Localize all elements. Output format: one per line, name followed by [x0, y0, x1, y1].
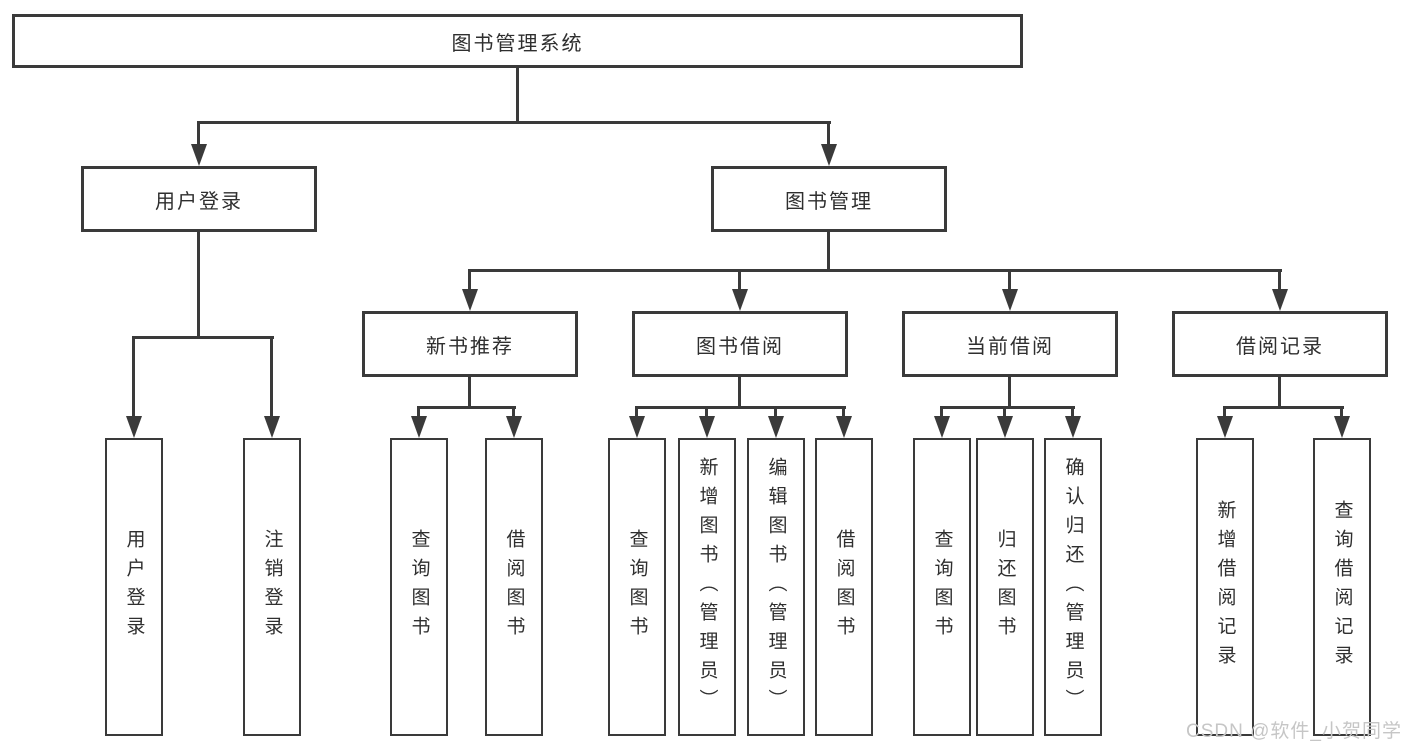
arrow-down-icon	[506, 416, 522, 438]
leaf-query-books-current: 查询图书	[913, 438, 971, 736]
arrow-down-icon	[264, 416, 280, 438]
connector-user-login-stem	[197, 232, 200, 338]
leaf-edit-book-admin-label: 编辑图书（管理员）	[765, 456, 787, 718]
connector-drop-leaf	[940, 406, 943, 418]
leaf-query-books-recommend-label: 查询图书	[408, 529, 430, 645]
leaf-edit-book-admin: 编辑图书（管理员）	[747, 438, 805, 736]
connector-drop-leaf	[417, 406, 420, 418]
connector-drop-leaf	[774, 406, 777, 418]
leaf-user-login: 用户登录	[105, 438, 163, 736]
node-current-borrowing: 当前借阅	[902, 311, 1118, 377]
leaf-query-books-borrowing-label: 查询图书	[626, 529, 648, 645]
node-current-borrowing-label: 当前借阅	[966, 335, 1054, 358]
node-book-management-label: 图书管理	[785, 190, 873, 213]
connector-drop-leaf	[842, 406, 845, 418]
connector-drop-leaf	[635, 406, 638, 418]
leaf-borrow-books-borrowing: 借阅图书	[815, 438, 873, 736]
leaf-logout: 注销登录	[243, 438, 301, 736]
node-new-book-recommend-label: 新书推荐	[426, 335, 514, 358]
arrow-down-icon	[934, 416, 950, 438]
leaf-add-borrow-record: 新增借阅记录	[1196, 438, 1254, 736]
connector-drop-leaf	[270, 336, 273, 418]
leaf-add-borrow-record-label: 新增借阅记录	[1214, 500, 1236, 674]
connector-root-stem	[516, 68, 519, 123]
node-user-login-label: 用户登录	[155, 190, 243, 213]
leaf-query-books-borrowing: 查询图书	[608, 438, 666, 736]
connector-level2-branch	[197, 121, 831, 124]
connector-drop-l3	[1008, 269, 1011, 291]
connector-group-stem	[1008, 377, 1011, 408]
connector-drop-l3	[1278, 269, 1281, 291]
connector-book-management-stem	[827, 232, 830, 272]
connector-drop-leaf	[1223, 406, 1226, 418]
node-user-login: 用户登录	[81, 166, 317, 232]
leaf-confirm-return-admin: 确认归还（管理员）	[1044, 438, 1102, 736]
connector-drop-l3	[468, 269, 471, 291]
node-root: 图书管理系统	[12, 14, 1023, 68]
connector-drop-l3	[738, 269, 741, 291]
leaf-return-books: 归还图书	[976, 438, 1034, 736]
watermark: CSDN @软件_小贺同学	[1186, 721, 1402, 742]
leaf-return-books-label: 归还图书	[994, 529, 1016, 645]
node-root-label: 图书管理系统	[451, 32, 584, 55]
arrow-down-icon	[411, 416, 427, 438]
node-borrow-records: 借阅记录	[1172, 311, 1388, 377]
node-borrow-records-label: 借阅记录	[1236, 335, 1324, 358]
leaf-logout-label: 注销登录	[261, 529, 283, 645]
connector-user-login-branch	[132, 336, 274, 339]
node-new-book-recommend: 新书推荐	[362, 311, 578, 377]
node-book-borrowing: 图书借阅	[632, 311, 848, 377]
arrow-down-icon	[997, 416, 1013, 438]
arrow-down-icon	[629, 416, 645, 438]
node-book-management: 图书管理	[711, 166, 947, 232]
leaf-borrow-books-borrowing-label: 借阅图书	[833, 529, 855, 645]
arrow-down-icon	[699, 416, 715, 438]
connector-group-stem	[738, 377, 741, 408]
arrow-down-icon	[732, 289, 748, 311]
leaf-query-books-recommend: 查询图书	[390, 438, 448, 736]
leaf-query-borrow-record: 查询借阅记录	[1313, 438, 1371, 736]
connector-drop-leaf	[1003, 406, 1006, 418]
arrow-down-icon	[1217, 416, 1233, 438]
connector-group-branch	[635, 406, 846, 409]
arrow-down-icon	[836, 416, 852, 438]
connector-level3-branch	[468, 269, 1282, 272]
connector-group-branch	[940, 406, 1075, 409]
connector-drop-leaf	[132, 336, 135, 418]
connector-group-branch	[1223, 406, 1344, 409]
connector-group-stem	[468, 377, 471, 408]
leaf-borrow-books-recommend-label: 借阅图书	[503, 529, 525, 645]
arrow-down-icon	[126, 416, 142, 438]
connector-group-stem	[1278, 377, 1281, 408]
connector-drop-user-login	[197, 121, 200, 146]
arrow-down-icon	[1065, 416, 1081, 438]
leaf-borrow-books-recommend: 借阅图书	[485, 438, 543, 736]
arrow-down-icon	[1002, 289, 1018, 311]
connector-drop-leaf	[705, 406, 708, 418]
leaf-add-book-admin: 新增图书（管理员）	[678, 438, 736, 736]
arrow-down-icon	[462, 289, 478, 311]
arrow-down-icon	[1334, 416, 1350, 438]
leaf-query-books-current-label: 查询图书	[931, 529, 953, 645]
arrow-down-icon	[1272, 289, 1288, 311]
leaf-user-login-label: 用户登录	[123, 529, 145, 645]
leaf-add-book-admin-label: 新增图书（管理员）	[696, 456, 718, 718]
arrow-down-icon	[191, 144, 207, 166]
connector-drop-leaf	[512, 406, 515, 418]
arrow-down-icon	[821, 144, 837, 166]
arrow-down-icon	[768, 416, 784, 438]
node-book-borrowing-label: 图书借阅	[696, 335, 784, 358]
connector-drop-book-management	[827, 121, 830, 146]
leaf-confirm-return-admin-label: 确认归还（管理员）	[1062, 456, 1084, 718]
leaf-query-borrow-record-label: 查询借阅记录	[1331, 500, 1353, 674]
connector-drop-leaf	[1071, 406, 1074, 418]
connector-group-branch	[417, 406, 516, 409]
connector-drop-leaf	[1340, 406, 1343, 418]
